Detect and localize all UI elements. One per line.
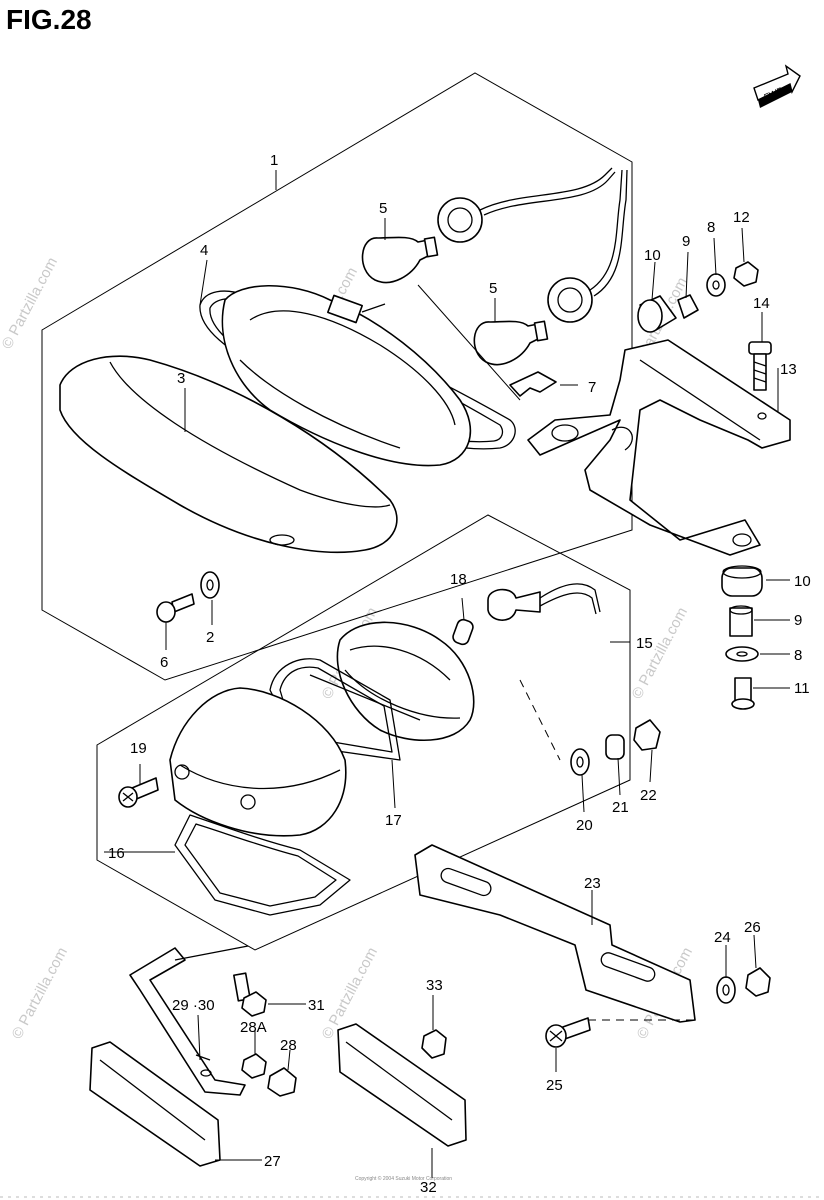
callout-4: 4 <box>200 242 208 259</box>
lamp-housing-part <box>221 285 472 467</box>
callout-13: 13 <box>780 361 797 378</box>
reflector-bracket <box>129 945 249 1096</box>
bolt-part-31 <box>233 972 267 1017</box>
callout-2: 2 <box>206 629 214 646</box>
lens-part <box>59 355 398 554</box>
callout-28a: 28A <box>240 1019 267 1036</box>
callout-9b: 9 <box>794 612 802 629</box>
watermark: © Partzilla.com <box>9 945 71 1042</box>
reflector-center <box>337 1023 467 1147</box>
bulb-icon-upper <box>361 236 439 284</box>
callout-20: 20 <box>576 817 593 834</box>
lower-grommet-set <box>721 565 763 710</box>
license-socket-wiring <box>487 583 601 621</box>
assembly-frame-1 <box>41 72 633 681</box>
fwd-arrow-icon: FWD <box>753 64 801 108</box>
callout-33: 33 <box>426 977 443 994</box>
washer-nut-set <box>545 967 771 1048</box>
washer-screw-upper <box>156 571 220 623</box>
callout-25: 25 <box>546 1077 563 1094</box>
nut-part-33 <box>421 1029 447 1059</box>
callout-32: 32 <box>420 1179 437 1196</box>
callout-8a: 8 <box>707 219 715 236</box>
callout-12: 12 <box>733 209 750 226</box>
nut-part-28a <box>241 1053 267 1079</box>
callout-19: 19 <box>130 740 147 757</box>
license-lower-gasket <box>174 814 351 916</box>
figure-title: FIG.28 <box>6 4 92 35</box>
callout-22: 22 <box>640 787 657 804</box>
footer-copyright: Copyright © 2004 Suzuki Motor Corporatio… <box>355 1175 452 1182</box>
callout-6: 6 <box>160 654 168 671</box>
license-lamp-housing <box>309 621 475 742</box>
bulb-icon-lower <box>473 320 549 366</box>
callout-14: 14 <box>753 295 770 312</box>
license-lens <box>169 687 347 837</box>
callout-10b: 10 <box>794 573 811 590</box>
callout-7: 7 <box>588 379 596 396</box>
nut-part-28 <box>267 1067 297 1097</box>
license-bracket <box>414 844 696 1023</box>
callout-26: 26 <box>744 919 761 936</box>
callout-18: 18 <box>450 571 467 588</box>
collar-nut-set-lower <box>570 719 661 776</box>
callout-23: 23 <box>584 875 601 892</box>
callout-16: 16 <box>108 845 125 862</box>
callout-1: 1 <box>270 152 278 169</box>
callout-29-30: 29 ·30 <box>172 997 215 1014</box>
callout-11: 11 <box>794 680 810 697</box>
watermark: © Partzilla.com <box>0 255 61 352</box>
clip-part <box>509 371 557 397</box>
callout-24: 24 <box>714 929 731 946</box>
license-gasket <box>269 658 401 761</box>
callout-5b: 5 <box>489 280 497 297</box>
callout-21: 21 <box>612 799 629 816</box>
upper-grommet-set <box>637 261 759 333</box>
callout-15: 15 <box>636 635 653 652</box>
watermark: © Partzilla.com <box>629 605 691 702</box>
leader-lines <box>104 170 790 1178</box>
callout-17: 17 <box>385 812 402 829</box>
callout-3: 3 <box>177 370 185 387</box>
callout-5a: 5 <box>379 200 387 217</box>
callout-10a: 10 <box>644 247 661 264</box>
callout-8b: 8 <box>794 647 802 664</box>
license-bulb-icon <box>452 618 474 646</box>
screw-part-19 <box>118 777 159 808</box>
callout-28: 28 <box>280 1037 297 1054</box>
callout-9a: 9 <box>682 233 690 250</box>
callout-31: 31 <box>308 997 325 1014</box>
callout-27: 27 <box>264 1153 281 1170</box>
bracket-part <box>527 339 791 556</box>
callout-labels: 1 2 3 4 5 5 6 7 8 8 9 9 10 10 11 12 13 1… <box>108 152 811 1196</box>
bolt-part <box>748 341 772 391</box>
socket-wiring-part <box>437 167 628 323</box>
assembly-frame-15 <box>96 514 631 951</box>
